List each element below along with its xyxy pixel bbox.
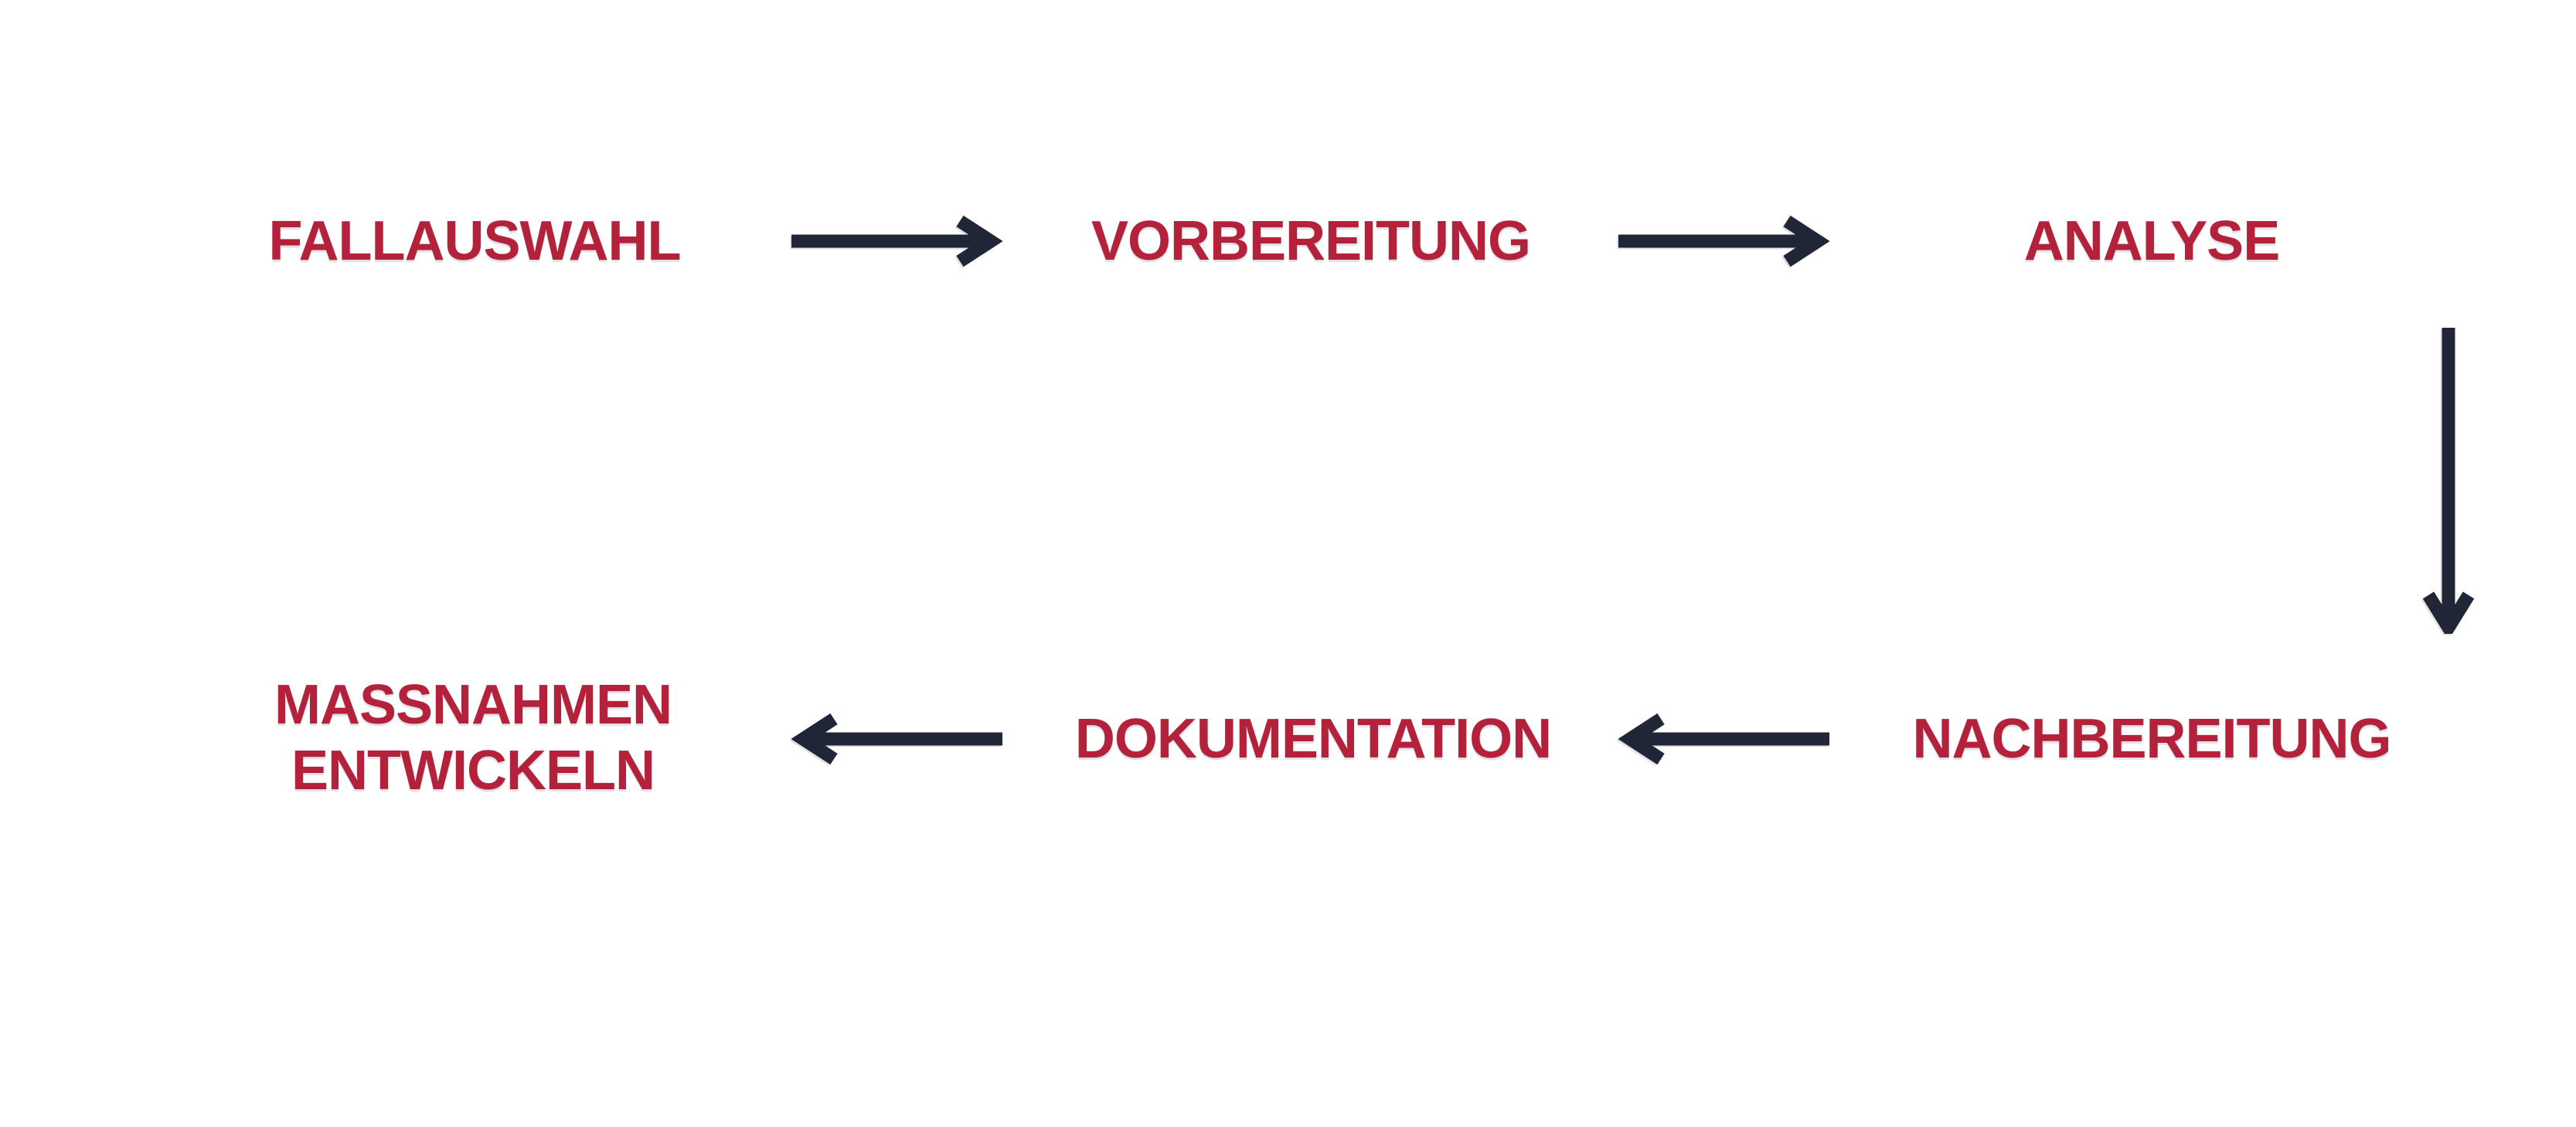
node-massnahmen-line1: MASSNAHMEN	[274, 674, 672, 736]
arrow-down-icon	[2421, 325, 2476, 634]
arrow-left-icon	[791, 712, 1007, 766]
arrow-right-icon	[787, 214, 1003, 268]
node-dokumentation: DOKUMENTATION	[1074, 708, 1552, 770]
node-massnahmen-entwickeln: MASSNAHMEN ENTWICKELN	[202, 672, 744, 804]
arrow-right-icon	[1614, 214, 1830, 268]
arrow-left-icon	[1618, 712, 1834, 766]
node-vorbereitung: VORBEREITUNG	[1091, 210, 1531, 272]
node-nachbereitung: NACHBEREITUNG	[1912, 708, 2391, 770]
node-analyse: ANALYSE	[2023, 210, 2280, 272]
node-fallauswahl: FALLAUSWAHL	[268, 210, 682, 272]
node-massnahmen-line2: ENTWICKELN	[291, 740, 655, 802]
